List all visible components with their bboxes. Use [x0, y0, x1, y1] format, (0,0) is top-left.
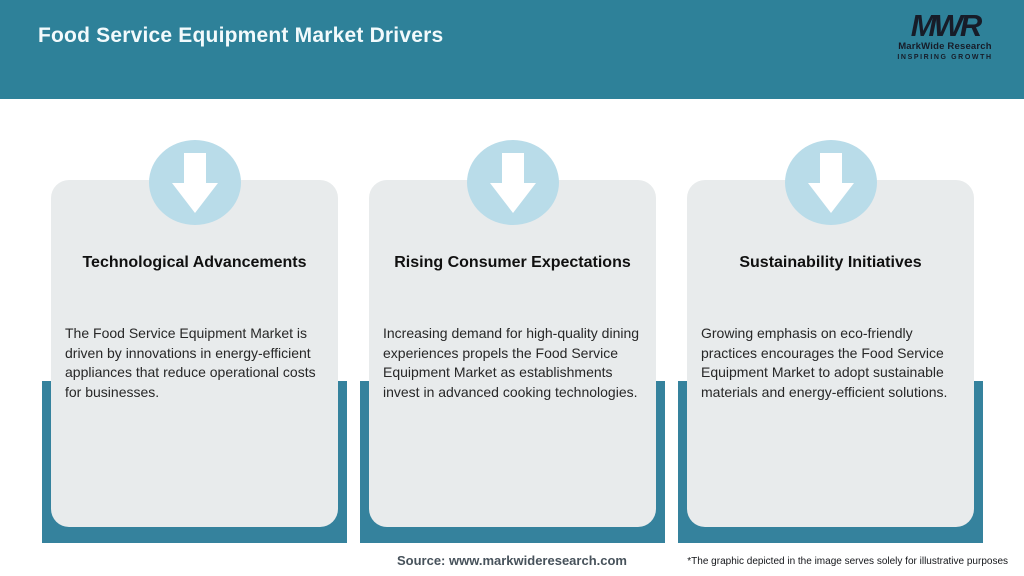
header-bar: Food Service Equipment Market Drivers MW…: [0, 0, 1024, 99]
card-body-text: Growing emphasis on eco-friendly practic…: [701, 325, 948, 400]
card-title: Sustainability Initiatives: [739, 254, 922, 271]
source-line: Source: www.markwideresearch.com: [396, 553, 627, 568]
driver-block-sustainability-initiatives: Sustainability Initiatives Growing empha…: [678, 0, 983, 545]
down-arrow-icon: [466, 140, 559, 225]
driver-card: Sustainability Initiatives Growing empha…: [687, 180, 974, 527]
card-title: Technological Advancements: [82, 254, 307, 271]
card-title: Rising Consumer Expectations: [394, 254, 631, 271]
card-body-text: Increasing demand for high-quality dinin…: [383, 325, 640, 400]
driver-block-technological-advancements: Technological Advancements The Food Serv…: [42, 0, 347, 545]
logo-monogram: MWR: [910, 8, 982, 43]
brand-logo: MWR MarkWide Research INSPIRING GROWTH: [890, 8, 1000, 61]
disclaimer-note: *The graphic depicted in the image serve…: [687, 556, 1008, 567]
driver-card: Rising Consumer Expectations Increasing …: [369, 180, 656, 527]
logo-name: MarkWide Research: [898, 41, 992, 52]
page-title: Food Service Equipment Market Drivers: [38, 24, 444, 47]
logo-tagline: INSPIRING GROWTH: [897, 53, 993, 61]
down-arrow-icon: [148, 140, 241, 225]
card-body-text: The Food Service Equipment Market is dri…: [65, 325, 316, 400]
driver-card: Technological Advancements The Food Serv…: [51, 180, 338, 527]
driver-block-rising-consumer-expectations: Rising Consumer Expectations Increasing …: [360, 0, 665, 545]
down-arrow-icon: [784, 140, 877, 225]
